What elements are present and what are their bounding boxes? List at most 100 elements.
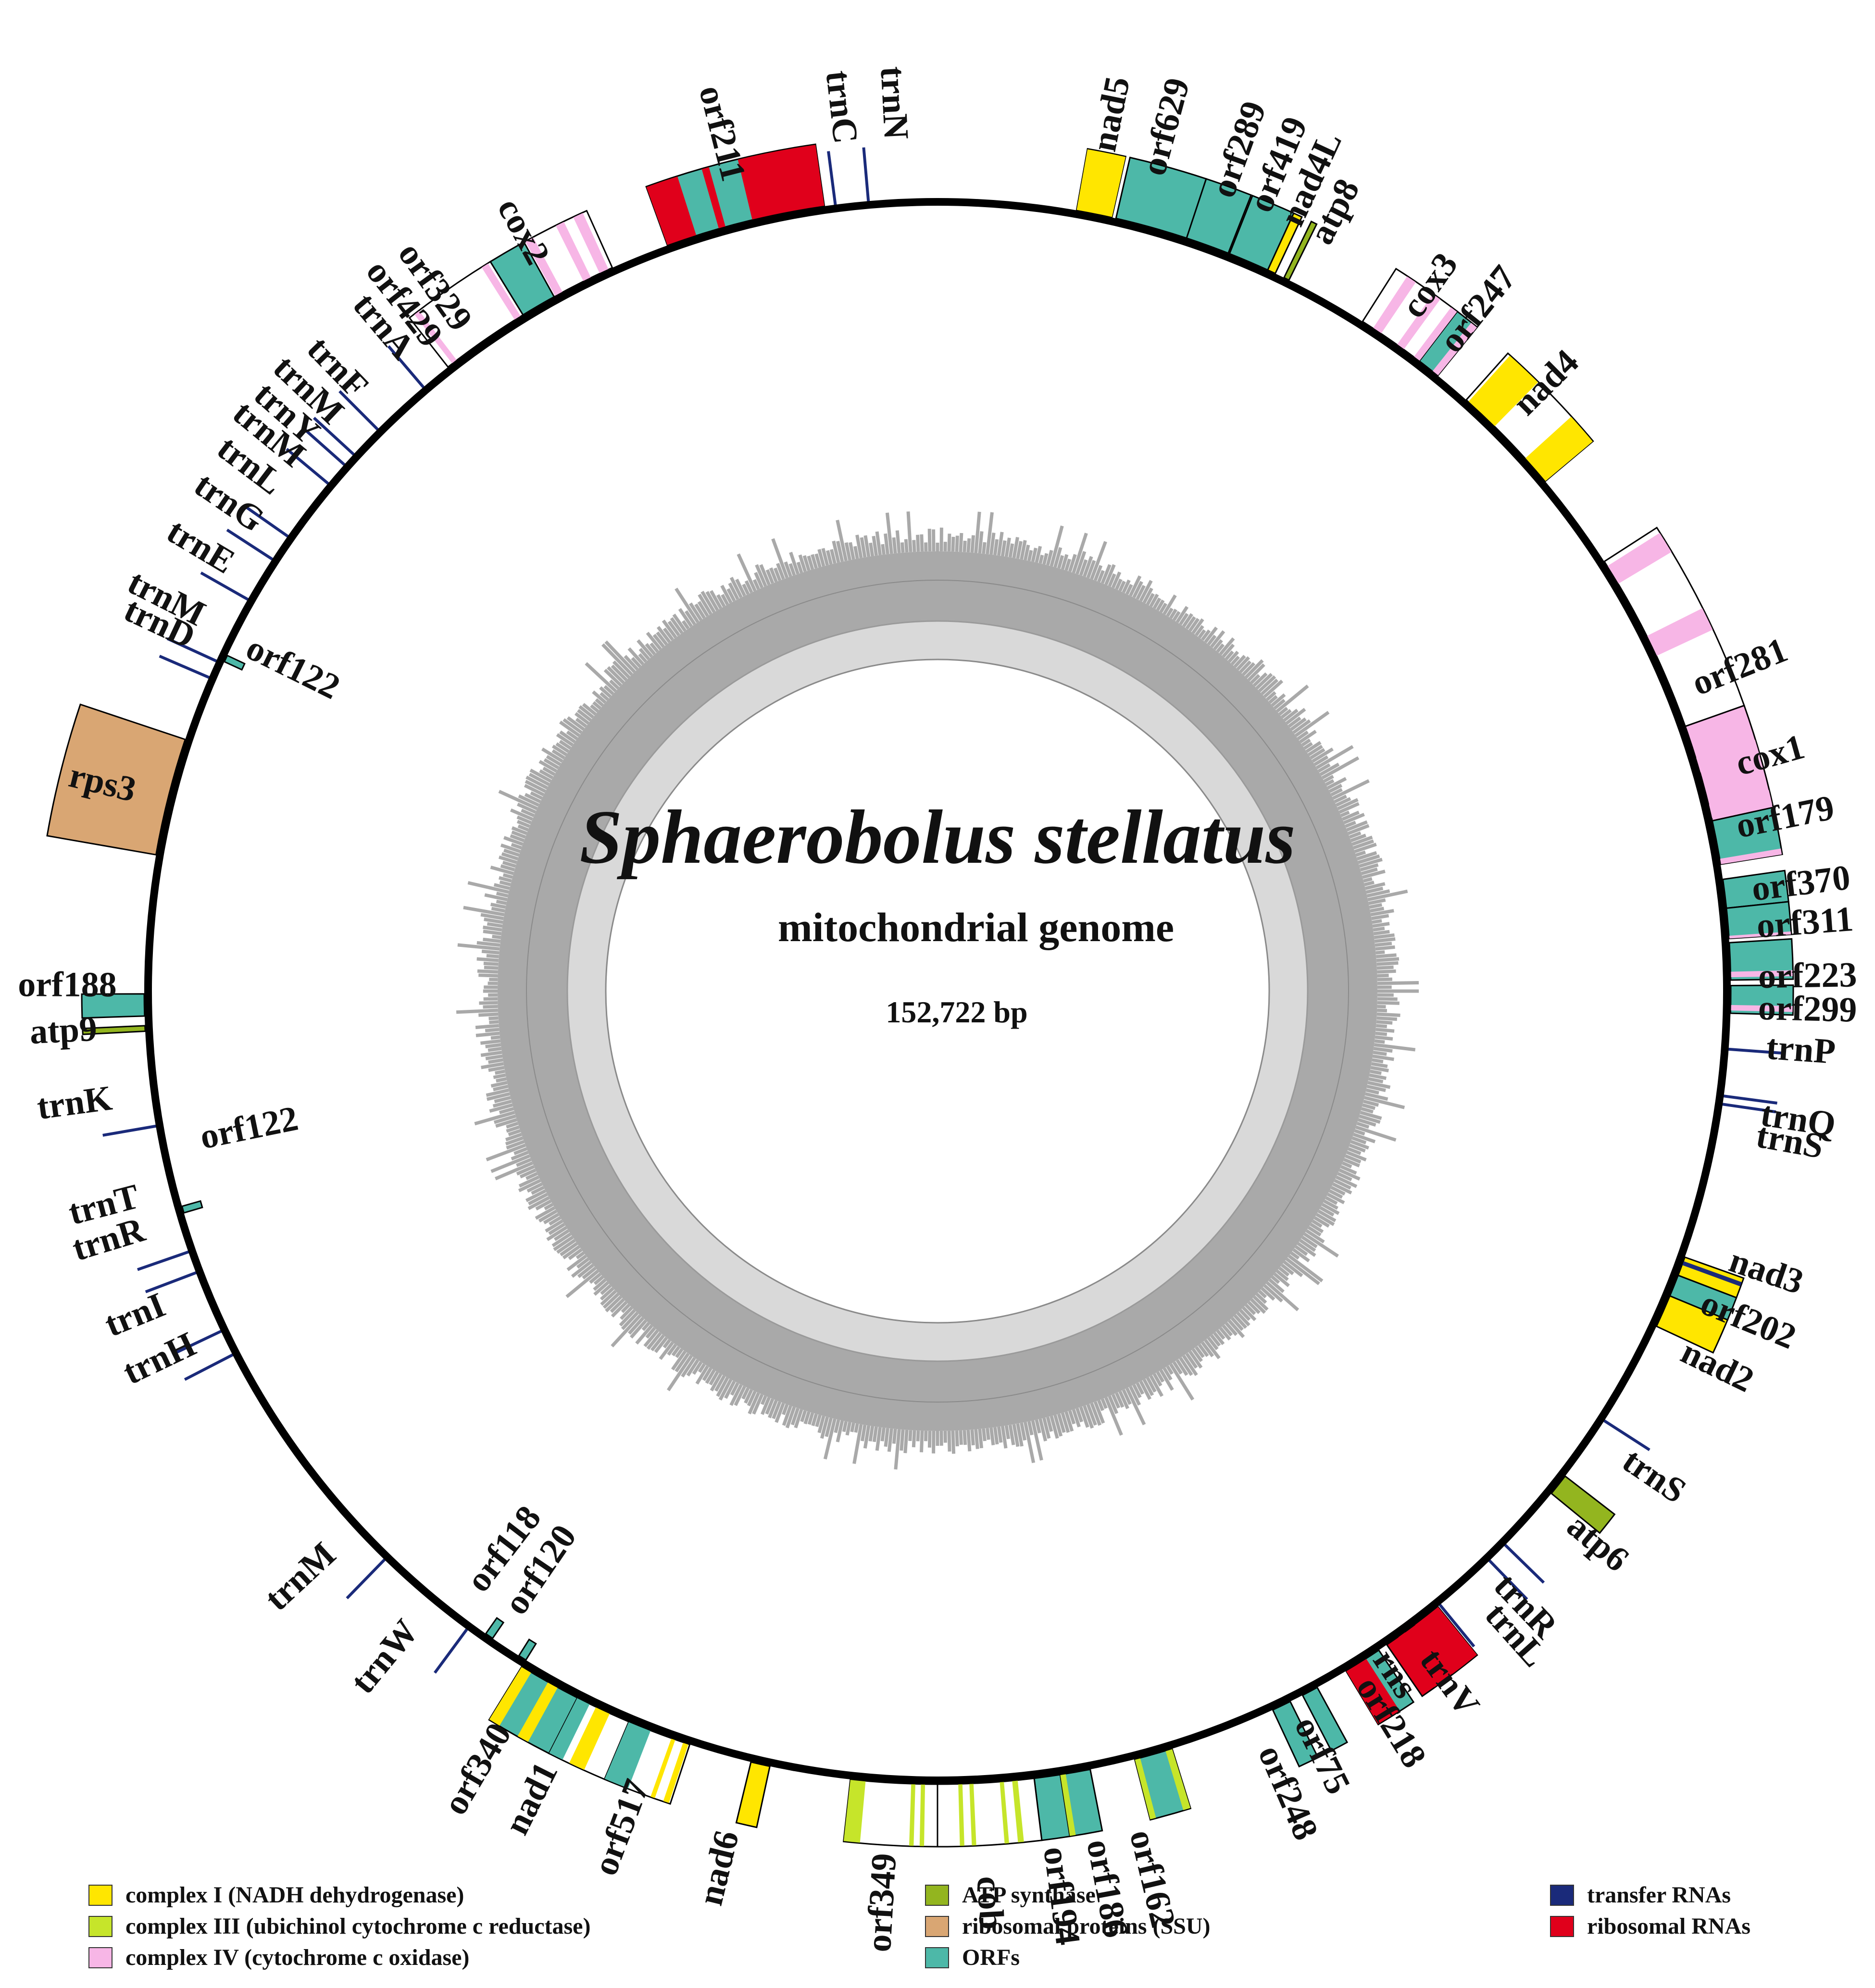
gene-orf122-block	[223, 654, 246, 671]
gene-label-orf299: orf299	[1758, 988, 1857, 1030]
gene-sub-band	[1398, 1632, 1442, 1688]
gene-sub-band	[1647, 608, 1713, 656]
gene-label-trnC: trnC	[818, 69, 865, 146]
gene-sub-band	[1415, 1607, 1477, 1674]
legend-swatch	[1550, 1916, 1574, 1937]
gene-orf122-block	[181, 1200, 203, 1214]
gene-sub-band	[1607, 533, 1672, 584]
gene-sub-band	[919, 1784, 925, 1846]
gene-trnM-tick	[346, 1556, 388, 1600]
gene-trnF-tick	[338, 390, 382, 434]
genome-backbone-circle	[144, 198, 1731, 1784]
gene-orf118-block	[485, 1617, 505, 1640]
gene-label-trnW: trnW	[343, 1612, 426, 1701]
gene-trnL-tick	[1486, 1557, 1528, 1601]
gene-trnR-tick	[145, 1270, 200, 1293]
gene-trnI-tick	[172, 1328, 225, 1356]
gene-sub-band	[556, 222, 591, 281]
gene-sub-band	[482, 263, 521, 320]
gene-nad6-block	[735, 1761, 771, 1828]
gene-trnK-tick	[102, 1124, 160, 1137]
gc-ring-spikes	[456, 511, 1419, 1470]
gene-trnH-tick	[184, 1352, 237, 1381]
gene-sub-band	[1525, 417, 1593, 481]
gene-label-trnM: trnM	[257, 1535, 343, 1619]
gene-sub-band	[1468, 355, 1538, 426]
gene-sub-band	[958, 1784, 964, 1846]
gene-orf120-block	[518, 1638, 537, 1661]
legend-label: complex I (NADH dehydrogenase)	[125, 1882, 464, 1908]
genome-title: Sphaerobolus stellatus	[579, 794, 1295, 880]
legend-label: complex IV (cytochrome c oxidase)	[125, 1945, 469, 1970]
gene-sub-band	[1076, 149, 1126, 217]
gene-sub-band	[549, 1698, 590, 1760]
legend-swatch	[925, 1916, 949, 1937]
legend-swatch	[925, 1885, 949, 1906]
gene-sub-band	[1433, 323, 1477, 375]
gene-sub-band	[1373, 276, 1416, 334]
gene-trnY-tick	[303, 427, 349, 469]
gene-cob-block	[937, 1777, 1043, 1848]
gene-trnA-tick	[387, 345, 427, 391]
gene-trnV-tick	[1436, 1601, 1475, 1648]
gene-sub-band	[1135, 1758, 1156, 1820]
gene-sub-band	[1060, 1774, 1076, 1836]
gene-sub-band	[1720, 848, 1782, 865]
gene-trnM-tick	[312, 417, 358, 458]
center-disc	[606, 659, 1269, 1323]
legend-label: ribosomal proteins (SSU)	[962, 1913, 1211, 1939]
gene-trnR-tick	[1501, 1541, 1545, 1584]
gene-sub-band	[569, 1707, 610, 1770]
gene-trnS-tick	[1718, 1102, 1776, 1114]
gene-label-trnS: trnS	[1615, 1441, 1693, 1511]
gene-trnT-tick	[137, 1249, 193, 1271]
gene-sub-band	[909, 1784, 915, 1846]
legend-label: ATP synthase	[962, 1882, 1096, 1908]
legend-label: ORFs	[962, 1945, 1020, 1970]
gene-sub-band	[1682, 1261, 1742, 1287]
genome-subtitle: mitochondrial genome	[778, 904, 1174, 950]
legend-swatch	[88, 1885, 112, 1906]
gene-label-orf349: orf349	[859, 1852, 904, 1953]
gene-sub-band	[489, 1667, 531, 1726]
gene-sub-band	[1729, 931, 1791, 939]
legend-swatch	[1550, 1885, 1574, 1906]
gene-trnP-tick	[1725, 1047, 1783, 1055]
legend-label: ribosomal RNAs	[1587, 1913, 1750, 1939]
gene-sub-band	[1696, 739, 1760, 772]
gene-sub-band	[650, 1739, 675, 1799]
gene-label-trnP: trnP	[1765, 1028, 1837, 1072]
gene-sub-band	[1731, 970, 1793, 978]
gene-sub-band	[1397, 294, 1440, 349]
gene-trnW-tick	[433, 1625, 471, 1674]
gene-label-atp9: atp9	[29, 1009, 98, 1052]
gene-trnL-tick	[242, 504, 292, 540]
gc-ring-inner-edge	[566, 620, 1309, 1362]
gene-sub-band	[1731, 1005, 1793, 1012]
gene-label-orf122: orf122	[197, 1099, 301, 1157]
gene-sub-band	[843, 1780, 866, 1843]
gene-sub-band	[573, 213, 609, 273]
center-disc-edge	[605, 659, 1270, 1324]
gene-trnD-tick	[159, 655, 213, 681]
gc-content-ring	[456, 511, 1419, 1470]
gene-sub-band	[517, 1682, 558, 1742]
gene-sub-band	[1165, 1749, 1191, 1810]
gene-trnC-tick	[827, 151, 838, 209]
gene-label-atp6: atp6	[1560, 1506, 1637, 1579]
legend-label: transfer RNAs	[1587, 1882, 1731, 1908]
gene-trnM-tick	[286, 447, 332, 487]
gene-sub-band	[604, 1722, 650, 1789]
legend-swatch	[88, 1916, 112, 1937]
gene-sub-band	[701, 167, 725, 228]
gene-trnE-tick	[200, 572, 252, 603]
gene-label-orf311: orf311	[1755, 899, 1855, 946]
gene-sub-band	[663, 1742, 688, 1803]
genome-size: 152,722 bp	[886, 995, 1027, 1029]
gene-label-nad6: nad6	[690, 1826, 747, 1909]
gene-trnN-tick	[862, 147, 870, 205]
gene-trnS-tick	[1600, 1417, 1650, 1452]
legend-swatch	[88, 1947, 112, 1968]
gene-label-trnN: trnN	[873, 65, 916, 140]
